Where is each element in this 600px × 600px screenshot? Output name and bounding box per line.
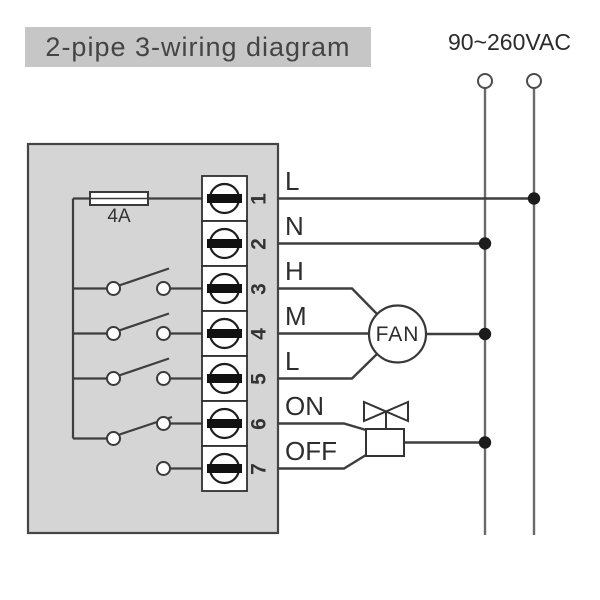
terminal-number-3: 3 — [247, 282, 271, 295]
contact-4-left — [106, 326, 121, 341]
supply-terminal-circle-right — [526, 73, 542, 89]
terminal-strip — [201, 175, 248, 492]
screw-terminal-icon — [207, 182, 242, 215]
wire-ON — [277, 422, 367, 432]
fan-motor-icon — [367, 304, 428, 364]
contact-changeover-on — [156, 416, 171, 431]
screw-terminal-icon — [207, 362, 242, 395]
diagram-title: 2-pipe 3-wiring diagram — [25, 27, 371, 67]
junction-dot-L — [527, 192, 541, 205]
terminal-label-H: H — [285, 256, 304, 286]
switch-blade-3 — [118, 267, 170, 287]
supply-terminals — [477, 73, 542, 89]
terminal-number-4: 4 — [247, 327, 271, 340]
valve-bowtie-left — [363, 400, 389, 423]
terminal-label-M: M — [285, 301, 307, 331]
power-supply-label: 90~260VAC — [448, 29, 571, 55]
terminal-label-ON: ON — [285, 391, 324, 421]
screw-terminal-icon — [207, 452, 242, 485]
contact-3-right — [156, 281, 171, 296]
switch-blade-4 — [118, 312, 170, 332]
terminal-number-1: 1 — [247, 192, 271, 205]
switch-contacts — [106, 281, 171, 476]
fuse-rating-label: 4A — [107, 206, 131, 227]
supply-lines — [483, 88, 536, 535]
contact-5-right — [156, 371, 171, 386]
contact-3-left — [106, 281, 121, 296]
valve-actuator-box — [365, 428, 405, 457]
supply-terminal-circle-left — [477, 73, 493, 89]
contact-4-right — [156, 326, 171, 341]
terminal-label-OFF: OFF — [285, 436, 337, 466]
screw-terminal-icon — [207, 317, 242, 350]
screw-terminal-icon — [207, 407, 242, 440]
valve-icon — [363, 400, 409, 457]
switch-blade-5 — [118, 357, 170, 377]
external-wires — [277, 197, 534, 470]
terminal-label-L: L — [285, 166, 300, 196]
screw-terminal-icon — [207, 227, 242, 260]
contact-changeover-common — [106, 431, 121, 446]
terminal-label-L-low: L — [285, 346, 300, 376]
terminal-label-N: N — [285, 211, 304, 241]
internal-wires — [71, 197, 202, 470]
wire-OFF — [277, 453, 367, 470]
fuse-icon — [89, 191, 149, 206]
fan-motor-label: FAN — [375, 322, 420, 346]
terminal-screws — [207, 182, 242, 485]
terminal-number-2: 2 — [247, 237, 271, 250]
valve-bowtie-right — [383, 400, 409, 423]
terminal-number-7: 7 — [247, 462, 271, 475]
contact-5-left — [106, 371, 121, 386]
contact-changeover-off — [156, 461, 171, 476]
junction-dot-N — [478, 237, 492, 250]
terminal-number-5: 5 — [247, 372, 271, 385]
wire-L-low — [277, 353, 378, 380]
junction-dot-fan — [478, 327, 492, 341]
wire-H — [277, 287, 378, 315]
junction-dots — [478, 192, 541, 449]
terminal-number-6: 6 — [247, 417, 271, 430]
junction-dot-valve — [478, 436, 492, 449]
screw-terminal-icon — [207, 272, 242, 305]
